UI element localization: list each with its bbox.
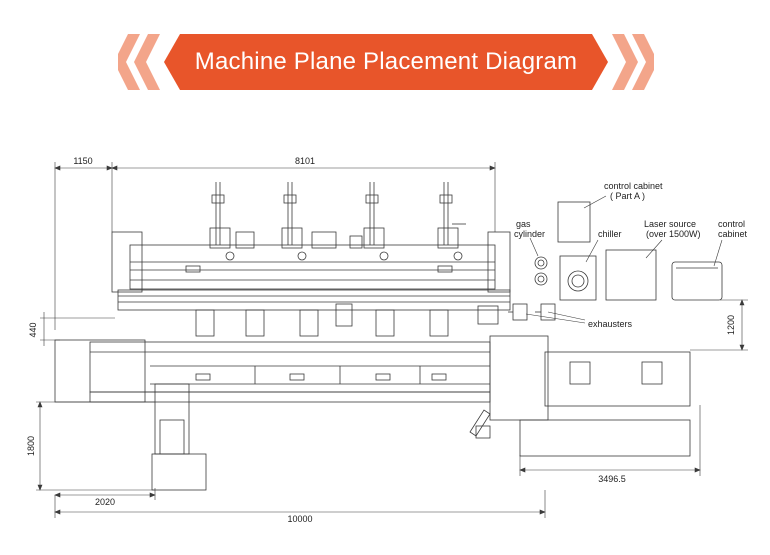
- laser-source: [605, 249, 657, 301]
- chiller-unit: [559, 255, 597, 301]
- dim-8101: 8101: [295, 156, 315, 166]
- cutting-head-3: [299, 182, 389, 337]
- left-chevron-inner: [134, 34, 160, 90]
- dim-1150: 1150: [73, 156, 92, 166]
- control-cabinet-a: [557, 201, 591, 243]
- cutting-heads: [195, 182, 499, 337]
- dim-1800: 1800: [26, 436, 36, 456]
- label-laser-1: Laser source: [644, 219, 696, 229]
- gas-cylinder-2: [534, 272, 548, 286]
- machine-main-frame: [111, 231, 511, 311]
- label-exhausters: exhausters: [588, 319, 633, 329]
- banner-title: Machine Plane Placement Diagram: [194, 48, 578, 75]
- banner-shape: [114, 34, 658, 90]
- dim-10000: 10000: [287, 514, 312, 524]
- exhauster-1: [508, 303, 528, 321]
- leader-lines: [525, 195, 723, 324]
- label-gas-1: gas: [516, 219, 531, 229]
- dim-440: 440: [28, 322, 38, 337]
- banner-body: [164, 34, 608, 90]
- right-chevron-outer: [632, 34, 658, 90]
- cutting-head-1: [195, 182, 255, 337]
- cutting-head-2: [245, 182, 337, 337]
- dim-1200: 1200: [726, 315, 736, 335]
- title-banner: Machine Plane Placement Diagram: [114, 34, 658, 90]
- label-chiller: chiller: [598, 229, 622, 239]
- label-control-cabinet-2: cabinet: [718, 229, 748, 239]
- label-gas-2: cylinder: [514, 229, 545, 239]
- label-control-cabinet-1: control: [718, 219, 745, 229]
- right-chevron-inner: [612, 34, 638, 90]
- cutting-head-4: [375, 182, 466, 337]
- label-control-cabinet-a-2: ( Part A ): [610, 191, 645, 201]
- label-control-cabinet-a-1: control cabinet: [604, 181, 663, 191]
- exhauster-2: [535, 303, 556, 321]
- gas-cylinder-1: [534, 256, 548, 270]
- peripheral-equipment: [508, 201, 723, 321]
- dim-2020: 2020: [95, 497, 115, 507]
- label-laser-2: (over 1500W): [646, 229, 701, 239]
- machine-bed: [54, 335, 691, 491]
- left-chevron-outer: [114, 34, 140, 90]
- dim-3496: 3496.5: [598, 474, 626, 484]
- control-cabinet: [671, 261, 723, 301]
